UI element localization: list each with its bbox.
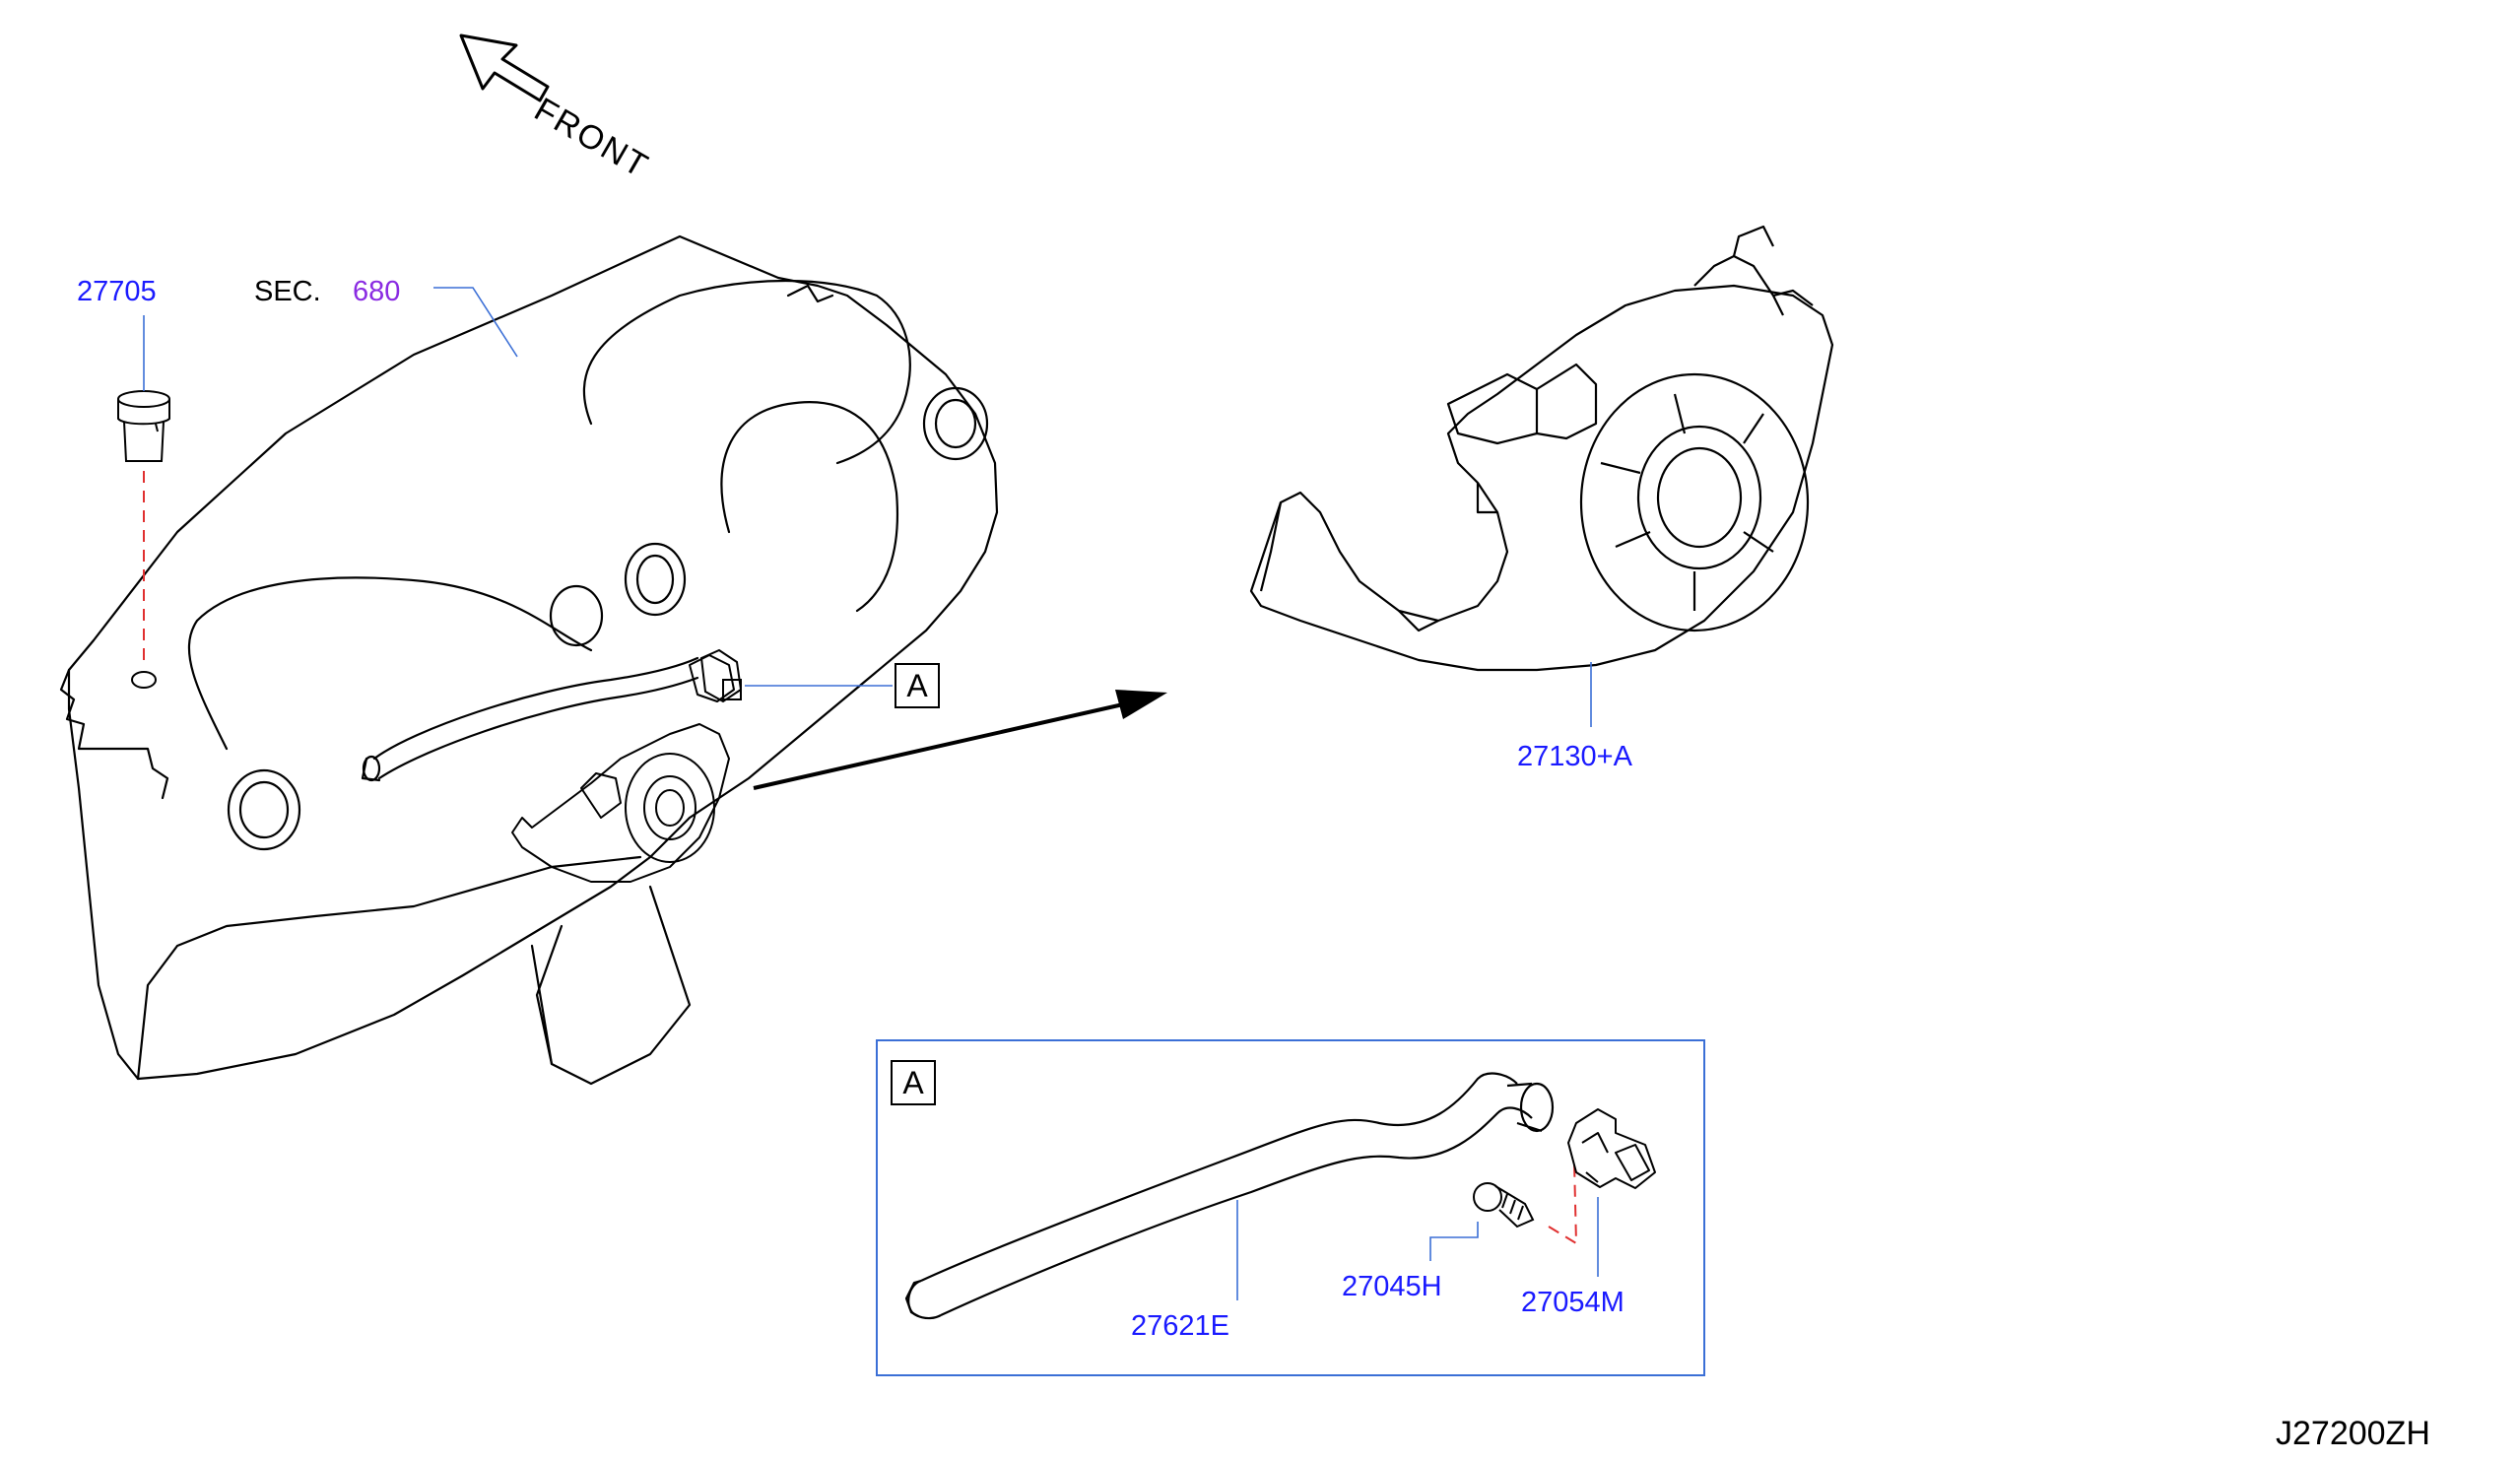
callout-27705: 27705 (77, 276, 157, 307)
clip-27705-icon (117, 390, 170, 462)
callout-27130-a: 27130+A (1517, 741, 1632, 772)
view-a-callout-letter: A (906, 667, 928, 703)
front-arrow-icon (459, 33, 550, 102)
detail-a-label-box: A (891, 1060, 936, 1105)
callout-27054m: 27054M (1521, 1287, 1625, 1318)
explode-arrow-icon (753, 690, 1167, 790)
view-a-callout-box: A (895, 663, 940, 708)
alignment-lines (143, 471, 1578, 1245)
detail-box-a (876, 1039, 1705, 1376)
instrument-panel (59, 234, 999, 1086)
reference-code: J27200ZH (2276, 1415, 2430, 1452)
leader-lines (143, 287, 1599, 1300)
hose-27621e-icon (904, 1072, 1555, 1320)
mounting-hole-icon (131, 671, 157, 689)
section-number-link[interactable]: 680 (353, 276, 401, 307)
section-prefix: SEC. (254, 276, 321, 307)
connector-27054m-icon (1567, 1108, 1656, 1189)
callout-27621e: 27621E (1131, 1310, 1229, 1342)
detail-a-label-letter: A (902, 1064, 924, 1100)
screw-27045h-icon (1473, 1182, 1535, 1229)
connector-on-panel (699, 648, 743, 703)
column-cover-large (1249, 225, 1834, 672)
column-cover-small (511, 654, 735, 883)
callout-27045h: 27045H (1342, 1271, 1442, 1302)
